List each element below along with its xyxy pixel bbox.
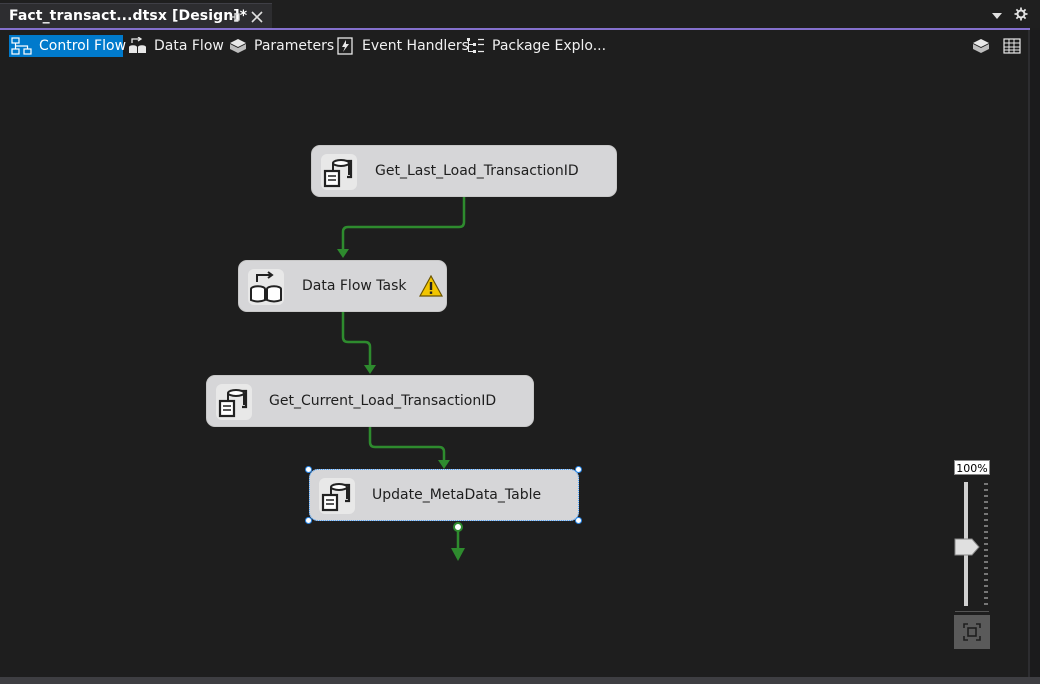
tab-control-flow-label: Control Flow: [39, 38, 127, 54]
variables-icon[interactable]: [972, 37, 990, 55]
execute-sql-task-icon: [216, 384, 252, 420]
zoom-slider-ticks: [984, 483, 988, 605]
tab-data-flow-label: Data Flow: [154, 38, 224, 54]
zoom-slider-thumb[interactable]: [954, 538, 980, 556]
execute-sql-task-icon: [319, 478, 355, 514]
chevron-down-icon[interactable]: [990, 8, 1004, 22]
zoom-level-label: 100%: [954, 460, 990, 475]
selection-handle-bottom-left[interactable]: [305, 517, 312, 524]
tab-package-explorer[interactable]: Package Explo...: [466, 35, 606, 57]
task-update-metadata-table[interactable]: Update_MetaData_Table: [309, 469, 579, 521]
parameters-icon: [230, 39, 246, 53]
control-flow-icon: [11, 37, 32, 55]
close-icon[interactable]: [250, 10, 264, 24]
document-tab-strip: Fact_transact...dtsx [Design]*: [0, 0, 1040, 29]
data-flow-task-icon: [248, 269, 284, 305]
task-label: Get_Last_Load_TransactionID: [375, 163, 579, 179]
task-get-last-load-transactionid[interactable]: Get_Last_Load_TransactionID: [311, 145, 617, 197]
selection-handle-top-left[interactable]: [305, 466, 312, 473]
right-scroll-strip: [1030, 30, 1040, 684]
package-explorer-icon: [467, 38, 484, 53]
designer-toolbar: Control Flow Data Flow Parameters Event …: [0, 30, 1030, 61]
canvas-right-border: [1028, 30, 1030, 680]
zoom-to-fit-icon: [963, 623, 981, 641]
data-flow-icon: [129, 37, 146, 53]
zoom-separator: [955, 611, 989, 612]
tab-parameters[interactable]: Parameters: [228, 35, 334, 57]
task-label: Data Flow Task: [302, 278, 407, 294]
document-tab-title: Fact_transact...dtsx [Design]*: [9, 8, 248, 24]
gear-icon[interactable]: [1014, 7, 1028, 21]
tab-package-explorer-label: Package Explo...: [492, 38, 607, 54]
horizontal-scrollbar[interactable]: [0, 677, 1040, 684]
tab-event-handlers-label: Event Handlers: [362, 38, 469, 54]
tab-control-flow[interactable]: Control Flow: [9, 35, 127, 57]
selection-handle-bottom-right[interactable]: [575, 517, 582, 524]
event-handlers-icon: [337, 37, 353, 55]
warning-icon[interactable]: [419, 275, 443, 297]
document-tab[interactable]: Fact_transact...dtsx [Design]*: [0, 3, 272, 29]
tab-accent-line: [0, 28, 1030, 30]
task-get-current-load-transactionid[interactable]: Get_Current_Load_TransactionID: [206, 375, 534, 427]
execute-sql-task-icon: [321, 154, 357, 190]
task-label: Get_Current_Load_TransactionID: [269, 393, 497, 409]
pin-icon[interactable]: [228, 10, 242, 24]
selection-handle-top-right[interactable]: [575, 466, 582, 473]
task-label: Update_MetaData_Table: [372, 487, 542, 503]
tab-parameters-label: Parameters: [254, 38, 335, 54]
task-data-flow-task[interactable]: Data Flow Task: [238, 260, 447, 312]
grid-options-icon[interactable]: [1003, 37, 1021, 55]
tab-data-flow[interactable]: Data Flow: [128, 35, 224, 57]
tab-event-handlers[interactable]: Event Handlers: [336, 35, 469, 57]
zoom-to-fit-button[interactable]: [954, 615, 990, 649]
